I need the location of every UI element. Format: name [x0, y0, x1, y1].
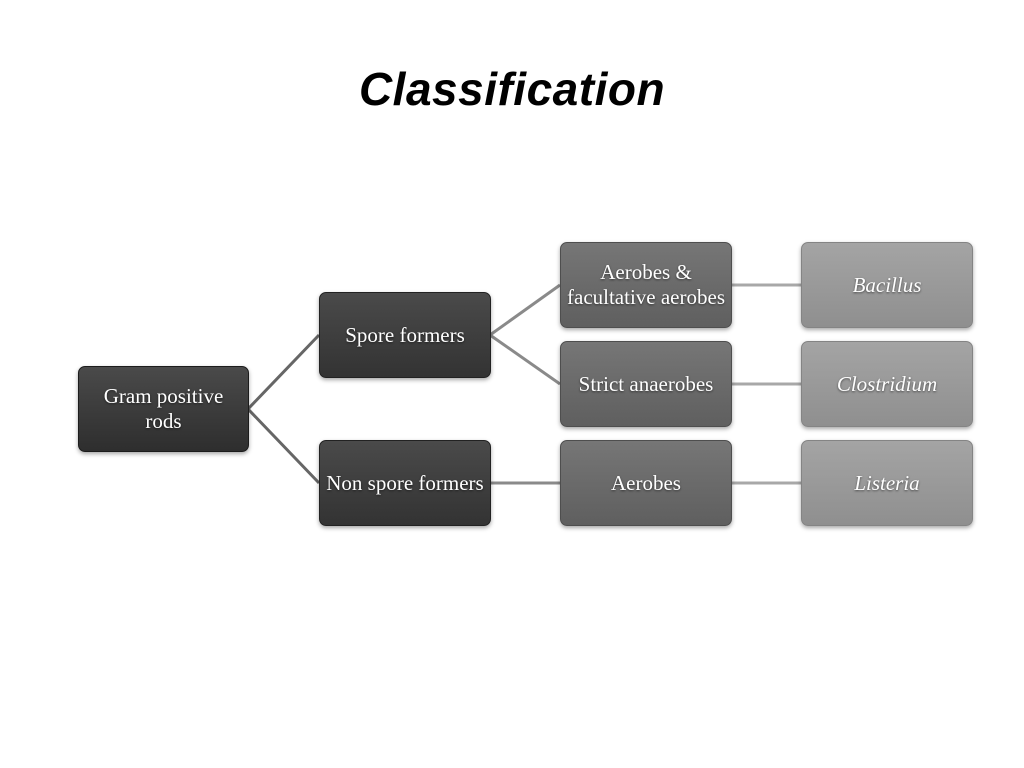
connector-spore-formers-aerobes-facultative	[489, 283, 561, 337]
connector-root-spore-formers	[246, 333, 321, 411]
node-non-spore-formers: Non spore formers	[319, 440, 491, 526]
node-aerobes-facultative-aerobes: Aerobes & facultative aerobes	[560, 242, 732, 328]
node-listeria: Listeria	[801, 440, 973, 526]
connector-spore-formers-strict-anaerobes	[489, 333, 561, 386]
node-bacillus: Bacillus	[801, 242, 973, 328]
node-spore-formers: Spore formers	[319, 292, 491, 378]
connector-root-non-spore-formers	[246, 407, 321, 485]
node-clostridium: Clostridium	[801, 341, 973, 427]
node-aerobes: Aerobes	[560, 440, 732, 526]
node-strict-anaerobes: Strict anaerobes	[560, 341, 732, 427]
node-gram-positive-rods: Gram positive rods	[78, 366, 249, 452]
page-title: Classification	[358, 63, 666, 115]
